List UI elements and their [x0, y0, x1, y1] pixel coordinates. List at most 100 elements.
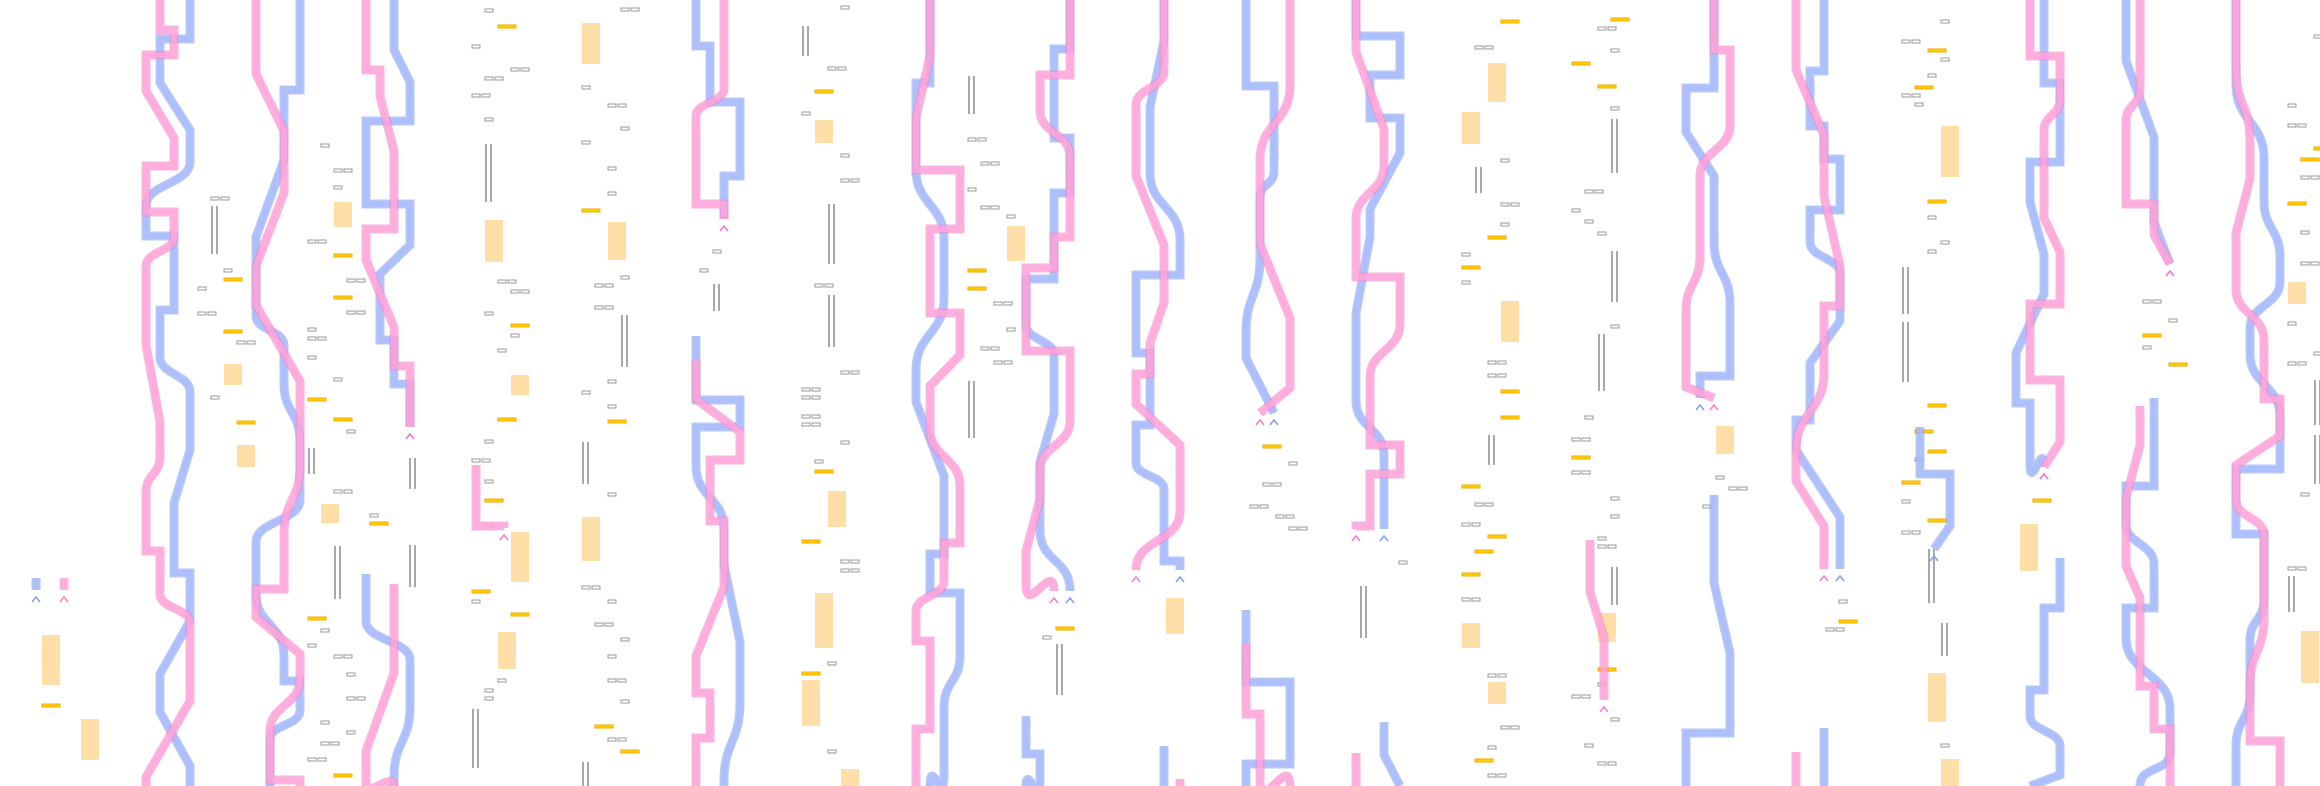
tick-marker	[317, 336, 327, 341]
blue-ribbon	[1916, 427, 1954, 551]
tick-marker	[1597, 536, 1607, 541]
highlight-block	[815, 120, 833, 143]
guide-line	[2288, 576, 2290, 612]
tick-marker	[484, 76, 494, 81]
tick-marker	[801, 387, 811, 392]
highlight-bar	[1927, 199, 1947, 204]
tick-marker	[1571, 208, 1581, 213]
guide-line	[1941, 623, 1943, 656]
tick-marker	[343, 654, 353, 659]
highlight-block	[1501, 301, 1519, 342]
guide-line	[339, 546, 341, 599]
blue-ribbon	[1380, 722, 1403, 786]
track-column	[911, 0, 1025, 786]
highlight-bar	[1901, 480, 1921, 485]
highlight-bar	[307, 616, 327, 621]
track-column	[251, 0, 366, 786]
pink-ribbon	[692, 359, 744, 786]
track-column	[1681, 0, 1748, 786]
tick-marker	[993, 360, 1003, 365]
highlight-bar	[967, 268, 987, 273]
guide-line	[414, 545, 416, 587]
tick-marker	[471, 44, 481, 49]
ribbon-end-caret-icon	[1255, 418, 1265, 426]
highlight-bar	[2032, 498, 2052, 503]
highlight-block	[1488, 682, 1506, 704]
tick-marker	[220, 196, 230, 201]
highlight-block	[582, 517, 600, 561]
highlight-block	[1462, 112, 1480, 144]
tick-marker	[840, 178, 850, 183]
tick-marker	[1474, 45, 1484, 50]
guide-line	[1616, 119, 1618, 173]
highlight-block	[1007, 226, 1025, 261]
tick-marker	[827, 749, 837, 754]
track-column	[471, 8, 530, 768]
tick-marker	[699, 268, 709, 273]
tick-marker	[850, 370, 860, 375]
highlight-bar	[1500, 415, 1520, 420]
tick-marker	[1003, 360, 1013, 365]
tick-marker	[1581, 437, 1591, 442]
tick-marker	[1275, 514, 1285, 519]
tick-marker	[1584, 743, 1594, 748]
tick-marker	[581, 140, 591, 145]
tick-marker	[840, 370, 850, 375]
guide-line	[968, 76, 970, 114]
tick-marker	[333, 168, 343, 173]
tick-marker	[617, 678, 627, 683]
guide-line	[313, 448, 315, 474]
tick-marker	[1607, 761, 1617, 766]
guide-line	[1616, 251, 1618, 302]
track-column	[801, 5, 860, 786]
pink-ribbon	[2122, 406, 2174, 786]
tick-marker	[2300, 492, 2310, 497]
track-column	[1021, 0, 1075, 786]
tick-marker	[307, 336, 317, 341]
tick-marker	[484, 8, 494, 13]
tick-marker	[630, 7, 640, 12]
tick-marker	[1825, 627, 1835, 632]
track-column	[1461, 19, 1520, 778]
ribbon-end-caret-icon	[1599, 705, 1609, 713]
highlight-bar	[223, 329, 243, 334]
guide-line	[1611, 251, 1613, 302]
tick-marker	[1510, 725, 1520, 730]
guide-line	[1907, 322, 1909, 382]
tick-marker	[2297, 361, 2307, 366]
tick-marker	[507, 279, 517, 284]
blue-ribbon	[912, 0, 964, 786]
highlight-bar	[1487, 534, 1507, 539]
tick-marker	[2310, 261, 2320, 266]
tick-marker	[1940, 57, 1950, 62]
pink-ribbon	[1242, 644, 1294, 786]
highlight-bar	[510, 612, 530, 617]
highlight-bar	[2168, 362, 2188, 367]
highlight-bar	[484, 498, 504, 503]
tick-marker	[1607, 26, 1617, 31]
tick-marker	[1471, 597, 1481, 602]
highlight-block	[498, 632, 516, 669]
tick-marker	[840, 153, 850, 158]
highlight-bar	[41, 703, 61, 708]
ribbon-end-caret-icon	[1819, 574, 1829, 582]
tick-marker	[990, 205, 1000, 210]
tick-marker	[320, 143, 330, 148]
tick-marker	[510, 333, 520, 338]
tick-marker	[1500, 725, 1510, 730]
tick-marker	[1398, 560, 1408, 565]
tick-marker	[484, 688, 494, 693]
highlight-bar	[1927, 518, 1947, 523]
guide-line	[973, 76, 975, 114]
highlight-block	[485, 220, 503, 262]
tick-marker	[811, 387, 821, 392]
pink-ribbon	[1792, 0, 1844, 569]
ribbon-end-caret-icon	[1379, 534, 1389, 542]
tick-marker	[617, 737, 627, 742]
tick-marker	[977, 137, 987, 142]
tick-marker	[801, 111, 811, 116]
tick-marker	[840, 559, 850, 564]
tick-marker	[1914, 102, 1924, 107]
blue-ribbon-edge	[1021, 0, 1075, 592]
tick-marker	[333, 654, 343, 659]
